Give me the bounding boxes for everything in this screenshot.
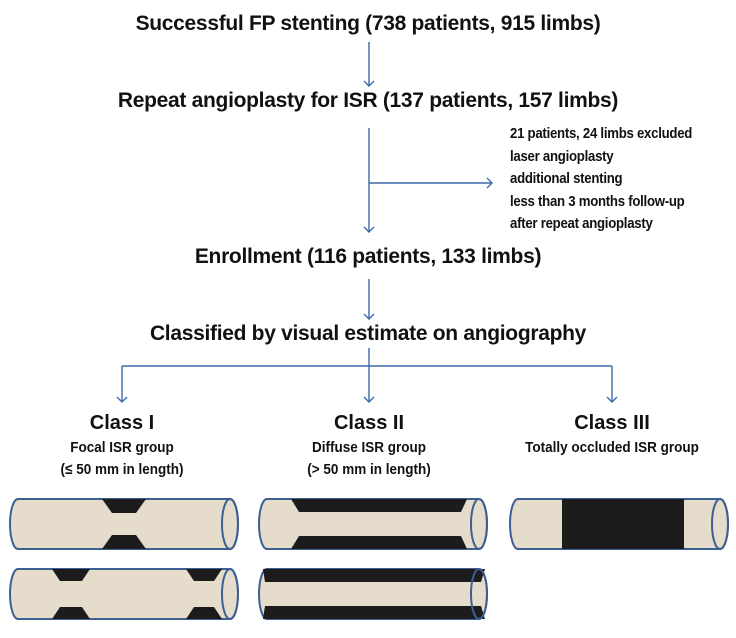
- class-ii-length: (> 50 mm in length): [307, 461, 431, 478]
- class-i-length: (≤ 50 mm in length): [60, 461, 184, 478]
- focal-lesion-top: [102, 499, 146, 513]
- vessel-class-i-top: [9, 498, 239, 550]
- exclusion-line: less than 3 months follow-up: [510, 192, 685, 210]
- exclusion-line: laser angioplasty: [510, 147, 614, 165]
- vessel-class-i-bottom: [9, 568, 239, 620]
- exclusion-note: 21 patients, 24 limbs excluded laser ang…: [510, 123, 692, 236]
- step-enrollment: Enrollment (116 patients, 133 limbs): [194, 245, 542, 268]
- vessel-class-iii: [509, 498, 729, 550]
- class-i-title: Class I: [89, 412, 155, 434]
- step-stenting: Successful FP stenting (738 patients, 91…: [135, 12, 601, 35]
- diffuse-lesion-bottom: [291, 536, 467, 549]
- diffuse-lesion-top: [291, 499, 467, 512]
- class-iii-desc: Totally occluded ISR group: [525, 439, 699, 456]
- focal-lesion-2-bottom: [186, 607, 222, 619]
- diffuse-lesion-full-bottom: [263, 606, 485, 619]
- focal-lesion-bottom: [102, 535, 146, 549]
- diffuse-lesion-full-top: [263, 569, 485, 582]
- exclusion-line: after repeat angioplasty: [510, 215, 653, 232]
- focal-lesion-1-top: [52, 569, 90, 581]
- exclusion-line: 21 patients, 24 limbs excluded: [510, 125, 693, 142]
- step-classified: Classified by visual estimate on angiogr…: [149, 322, 587, 345]
- vessel-class-ii-bottom: [258, 568, 488, 620]
- focal-lesion-1-bottom: [52, 607, 90, 619]
- class-ii-title: Class II: [333, 412, 405, 434]
- step-repeat-angioplasty: Repeat angioplasty for ISR (137 patients…: [117, 89, 619, 112]
- focal-lesion-2-top: [186, 569, 222, 581]
- class-i-desc: Focal ISR group: [70, 439, 174, 456]
- class-iii-title: Class III: [574, 412, 650, 434]
- class-ii-desc: Diffuse ISR group: [311, 439, 426, 456]
- exclusion-line: additional stenting: [510, 170, 623, 187]
- total-occlusion: [562, 499, 684, 549]
- vessel-class-ii-top: [258, 498, 488, 550]
